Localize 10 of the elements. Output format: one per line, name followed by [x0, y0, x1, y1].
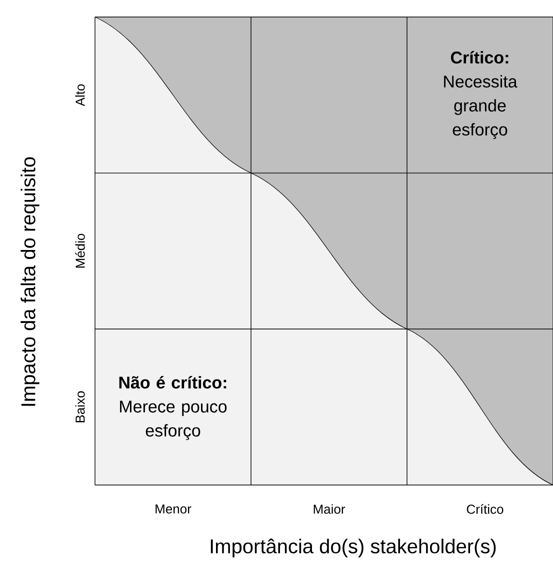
- quadrant-text: Não é crítico: Merece pouco esforço: [119, 376, 227, 440]
- tick-label: Alto: [75, 84, 85, 106]
- quadrant-text: Crítico: Necessita grande esforço: [444, 50, 518, 140]
- tick-label: Maior: [314, 504, 346, 514]
- axis-title: Importância do(s) stakeholder(s): [210, 538, 496, 558]
- tick-label: Crítico: [466, 504, 504, 514]
- axis-title: Impacto da falta do requisito: [20, 157, 40, 406]
- tick-label: Baixo: [75, 391, 85, 422]
- tick-label: Médio: [75, 234, 85, 268]
- tick-label: Menor: [156, 504, 192, 514]
